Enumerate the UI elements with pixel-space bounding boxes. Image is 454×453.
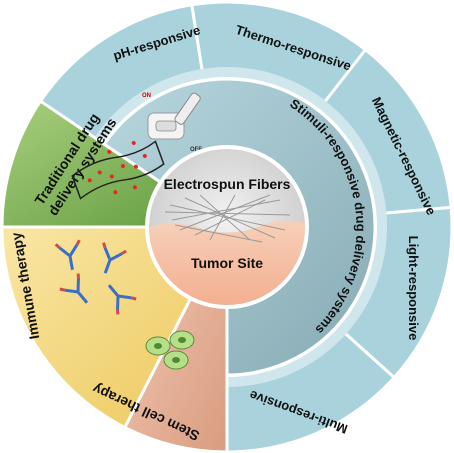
light-responsive-label: Light-responsive <box>406 236 421 341</box>
svg-text:ON: ON <box>142 93 151 99</box>
antibody-icon <box>59 273 89 304</box>
tumor-site-label: Tumor Site <box>191 255 263 271</box>
antibody-icon <box>107 284 137 315</box>
stem-cells-icon <box>145 330 195 370</box>
svg-text:OFF: OFF <box>190 147 202 153</box>
fiber-mesh <box>164 194 291 243</box>
antibody-icon <box>54 239 81 271</box>
electrospun-fibers-label: Electrospun Fibers <box>164 176 291 192</box>
outer-ring <box>38 0 454 453</box>
vessel-icon <box>71 140 165 200</box>
switch-icon: ON OFF <box>142 92 202 153</box>
antibody-icons <box>54 239 137 315</box>
antibody-icon <box>102 242 127 274</box>
